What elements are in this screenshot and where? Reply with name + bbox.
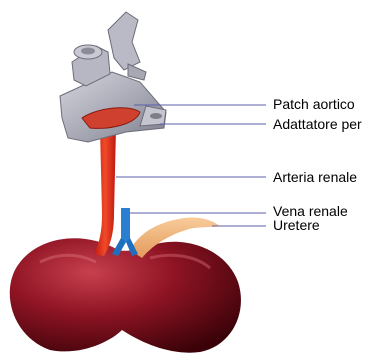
- renal-artery: [94, 128, 116, 256]
- label-adattatore: Adattatore per: [273, 117, 362, 131]
- kidney: [10, 238, 241, 352]
- label-arteria-renale: Arteria renale: [273, 170, 357, 184]
- label-patch-aortico: Patch aortico: [273, 97, 355, 111]
- aortic-clamp-adapter: [60, 12, 166, 142]
- label-vena-renale: Vena renale: [273, 204, 348, 218]
- renal-vein: [112, 208, 138, 256]
- label-uretere: Uretere: [273, 218, 320, 232]
